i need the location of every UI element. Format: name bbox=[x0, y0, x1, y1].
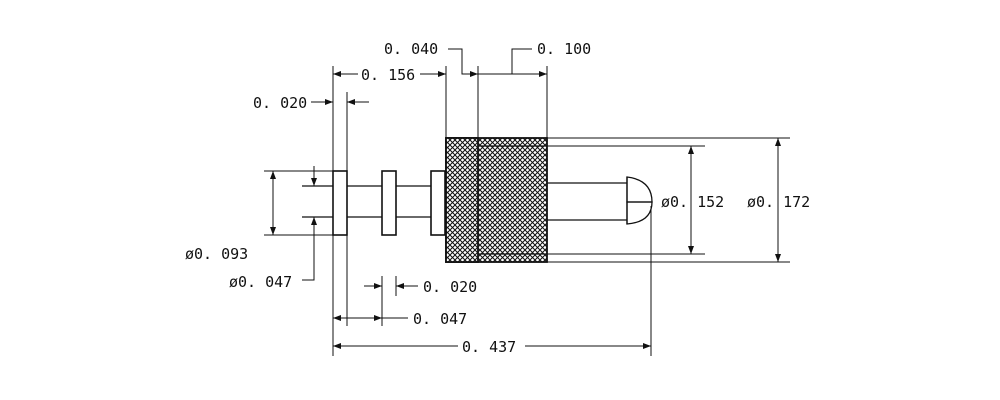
dim-flange-thickness: 0. 040 bbox=[384, 40, 438, 58]
tail-disc-2 bbox=[381, 170, 397, 236]
dim-diameter-152: ø0. 152 bbox=[661, 193, 724, 211]
flange bbox=[445, 137, 479, 263]
dimension-labels: 0. 040 0. 100 0. 156 0. 020 ø0. 152 ø0. … bbox=[185, 40, 810, 356]
pin-tip bbox=[626, 176, 653, 203]
dim-diameter-093: ø0. 093 bbox=[185, 245, 248, 263]
dim-tail-to-flange: 0. 156 bbox=[361, 66, 415, 84]
dim-disc-spacing: 0. 047 bbox=[413, 310, 467, 328]
pin-part bbox=[302, 137, 653, 263]
tail-disc-1 bbox=[332, 170, 348, 236]
dim-first-disc-width: 0. 020 bbox=[253, 94, 307, 112]
dim-overall-length: 0. 437 bbox=[462, 338, 516, 356]
dim-diameter-047: ø0. 047 bbox=[229, 273, 292, 291]
tail-disc-3 bbox=[430, 170, 446, 236]
dimension-lines bbox=[264, 48, 790, 356]
dim-collar-width: 0. 100 bbox=[537, 40, 591, 58]
dim-diameter-172: ø0. 172 bbox=[747, 193, 810, 211]
dim-disc-width: 0. 020 bbox=[423, 278, 477, 296]
